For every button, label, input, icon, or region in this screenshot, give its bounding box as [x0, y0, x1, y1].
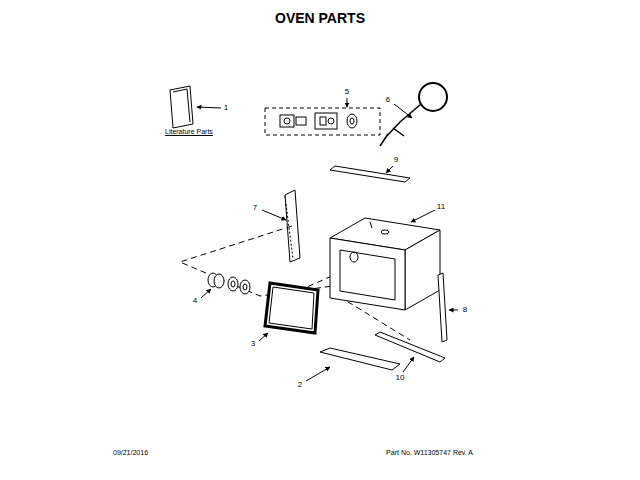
- hinge-kit: [280, 113, 357, 129]
- callout-number: 6: [386, 96, 390, 104]
- leader-line: [306, 367, 330, 381]
- book-edge: [173, 89, 190, 122]
- bottom-trim: [320, 348, 400, 370]
- side-trim: [285, 190, 300, 262]
- callout-number: 11: [437, 203, 445, 211]
- callout-number: 10: [396, 374, 405, 382]
- callout-number: 4: [193, 297, 197, 305]
- top-trim: [330, 166, 410, 182]
- callout-number: 1: [224, 104, 228, 112]
- leader-line: [347, 98, 348, 107]
- date-stamp: 09/21/2016: [113, 449, 148, 456]
- leader-line: [262, 210, 286, 220]
- leader-line: [386, 166, 393, 173]
- wire-coil: [419, 83, 447, 111]
- literature-book: [170, 86, 193, 128]
- leader-line: [403, 357, 414, 372]
- side-trim: [438, 273, 447, 342]
- leader-line: [197, 107, 221, 108]
- callout-number: 7: [253, 204, 257, 212]
- bushings: [208, 273, 250, 294]
- callout-number: 5: [345, 88, 349, 96]
- leader-line: [411, 210, 435, 222]
- callout-number: 9: [394, 156, 398, 164]
- vent-trim: [375, 332, 445, 362]
- part-number: Part No. W11305747 Rev. A: [386, 449, 473, 456]
- leader-line: [259, 333, 268, 341]
- door-gasket: [265, 283, 318, 333]
- temperature-probe: [380, 104, 421, 146]
- callout-number: 3: [251, 340, 255, 348]
- leader-line: [449, 310, 458, 311]
- page-title: OVEN PARTS: [275, 11, 365, 25]
- callout-number: 2: [298, 381, 302, 389]
- leader-line: [394, 104, 412, 118]
- kit-bracket: [265, 108, 380, 135]
- oven-cavity: [330, 218, 440, 310]
- literature-label: Literature Parts: [165, 128, 213, 135]
- assembly-line: [180, 226, 340, 296]
- callout-number: 8: [463, 306, 467, 314]
- leader-line: [201, 289, 211, 298]
